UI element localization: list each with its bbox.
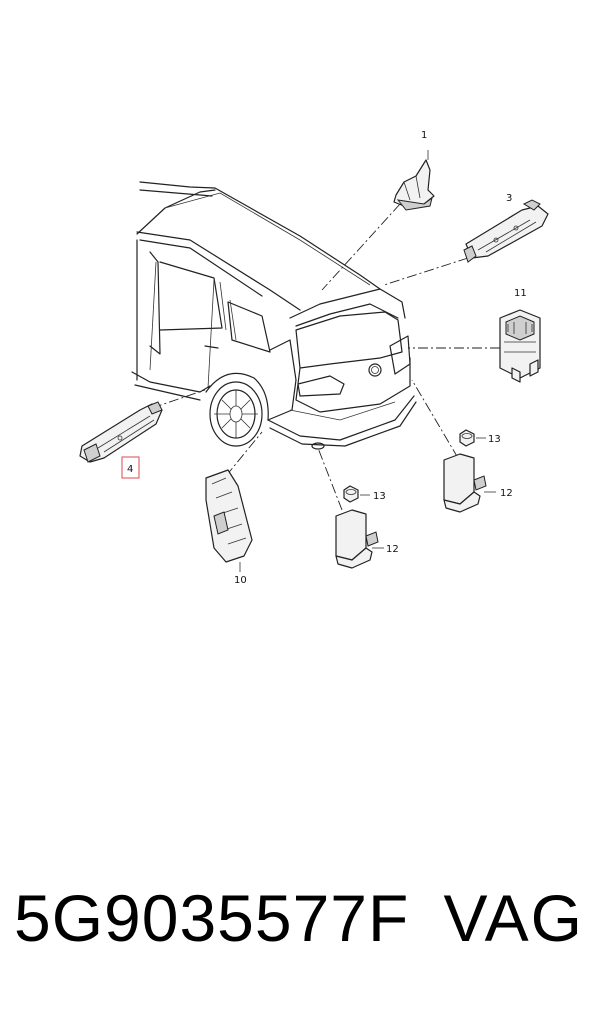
vehicle-outline <box>131 181 417 450</box>
control-module-part <box>499 309 541 383</box>
bracket-module-part <box>205 469 253 572</box>
callout-12-bottom: 12 <box>386 544 399 555</box>
antenna-module-part <box>79 401 163 463</box>
brand-label: VAG <box>443 881 584 955</box>
leader-lines <box>151 203 500 511</box>
amplifier-part <box>463 199 549 263</box>
mount-bracket-right-part <box>443 429 496 513</box>
callout-1: 1 <box>421 130 427 141</box>
parts-diagram: 1 3 11 4 10 13 12 13 12 <box>79 130 549 586</box>
callout-12-right: 12 <box>500 488 513 499</box>
callout-10: 10 <box>234 575 247 586</box>
callout-3: 3 <box>506 193 512 204</box>
part-number: 5G9035577F <box>14 881 410 955</box>
callout-4: 4 <box>127 464 133 475</box>
callout-13-right: 13 <box>488 434 501 445</box>
roof-antenna-part <box>393 150 435 211</box>
footer: 5G9035577F VAG <box>0 885 600 995</box>
callout-11: 11 <box>514 288 527 299</box>
mount-bracket-bottom-part <box>335 485 384 569</box>
callout-13-bottom: 13 <box>373 491 386 502</box>
callout-4-highlight-box <box>121 456 140 479</box>
callout-labels: 1 3 11 4 10 13 12 13 12 <box>121 130 527 586</box>
